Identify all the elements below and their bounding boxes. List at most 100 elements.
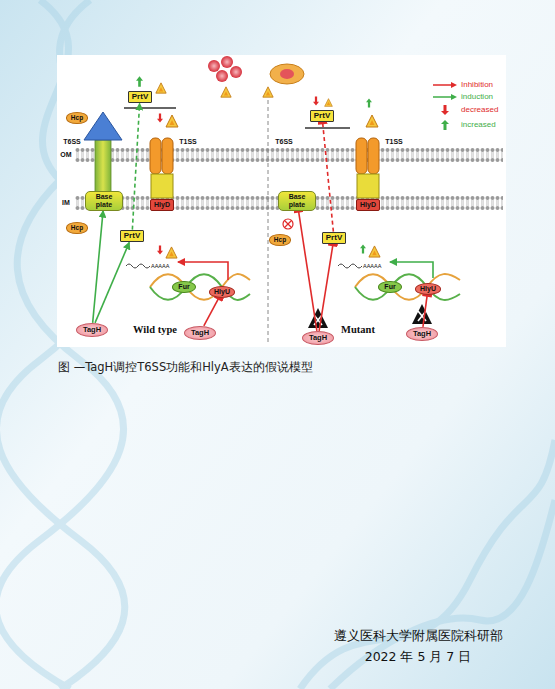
node-text: TagH: [413, 330, 431, 338]
legend-line: [433, 84, 452, 86]
membranes: [75, 148, 503, 210]
dna-helix: [150, 274, 460, 300]
host-cells-part: [221, 56, 233, 68]
prtv-node: PrtV: [128, 91, 152, 104]
node-text: TagH: [191, 329, 209, 337]
secretion-symbols: [124, 76, 380, 258]
regulation-connector: [423, 295, 427, 327]
structure-label: T1SS: [385, 138, 403, 146]
secretion-symbols-part: [166, 247, 177, 258]
footer-text: 遵义医科大学附属医院科研部: [334, 629, 503, 643]
regulation-arrows: [178, 262, 433, 280]
host-cells-part: [270, 64, 304, 84]
regulation-connector: [298, 211, 316, 331]
legend-row: Inhibition: [432, 79, 493, 91]
regulation-arrows-part: [390, 262, 433, 278]
dna-helix-part: [150, 274, 250, 300]
node-text: HlyD: [154, 201, 170, 209]
panel-label: Wild type: [133, 324, 177, 336]
prtv-node: PrtV: [120, 230, 144, 243]
legend-text: induction: [461, 91, 493, 103]
blocked-mark-part: [283, 219, 293, 229]
t1ss-mutant: [356, 138, 379, 198]
legend-up-arrow: [441, 120, 449, 130]
structure-label: T6SS: [275, 138, 293, 146]
secretion-symbols-part: [366, 115, 378, 127]
node-text: Fur: [384, 283, 395, 291]
node-text: Hcp: [71, 114, 83, 121]
host-cells-part: [221, 87, 231, 97]
tagh-node: TagH: [76, 323, 108, 337]
node-text: PrtV: [326, 234, 342, 243]
host-cells-part: [263, 87, 273, 97]
legend-arrowhead: [451, 94, 457, 100]
membranes-part: [75, 148, 503, 162]
legend-text: Inhibition: [461, 79, 493, 91]
blocked-mark-part: [285, 221, 291, 227]
hlyu-node: HlyU: [209, 286, 235, 298]
fur-node: Fur: [378, 281, 401, 293]
node-text: Base plate: [88, 193, 120, 208]
legend-sample: [432, 104, 458, 116]
dna-decoration-part: [330, 500, 555, 689]
hcp-node: Hcp: [269, 234, 291, 245]
t6ss-wild-type-part: [84, 112, 122, 140]
t6ss-wild-type-part: [95, 140, 111, 192]
secretion-symbols-part: [369, 246, 380, 257]
node-text: PrtV: [314, 112, 330, 121]
secretion-symbols-part: [313, 97, 319, 106]
secretion-symbols-part: [166, 115, 178, 127]
prtv-node: PrtV: [310, 110, 334, 123]
secretion-symbols-part: [305, 127, 350, 129]
legend-row: increased: [432, 119, 496, 131]
node-text: HlyU: [420, 285, 436, 293]
fur-node: Fur: [172, 281, 195, 293]
regulation-connector: [132, 103, 139, 229]
polya-label: AAAAA: [151, 263, 169, 269]
dna-helix-part: [150, 274, 250, 300]
host-cells-part: [216, 70, 228, 82]
host-cells: [208, 56, 304, 97]
regulation-connector: [204, 298, 219, 326]
secretion-symbols-part: [157, 114, 163, 123]
secretion-symbols-part: [136, 76, 143, 87]
legend-text: decreased: [461, 104, 498, 116]
deleted-gene-mark-part: [308, 308, 328, 328]
hlyd-node: HlyD: [356, 199, 380, 211]
t1ss-wild-type: [150, 138, 173, 198]
t1ss-wild-type-part: [150, 138, 161, 174]
base-node: Base plate: [85, 191, 123, 210]
footer-text: 2022 年 5 月 7 日: [365, 650, 472, 664]
node-text: PrtV: [132, 93, 148, 102]
node-text: PrtV: [124, 232, 140, 241]
polya-label: AAAAA: [363, 263, 381, 269]
host-cells-part: [230, 66, 242, 78]
blocked-mark-part: [285, 221, 291, 227]
membrane-label: OM: [60, 151, 71, 159]
prtv-node: PrtV: [322, 232, 346, 245]
deleted-gene-mark-part: [412, 304, 432, 324]
mrna-part: [338, 264, 362, 268]
secretion-symbols-part: [157, 246, 163, 255]
t1ss-mutant-part: [368, 138, 379, 174]
dna-helix-part: [355, 274, 460, 300]
node-text: Base plate: [281, 193, 313, 208]
secretion-symbols-part: [360, 245, 366, 254]
tagh-node: TagH: [184, 326, 216, 340]
legend-down-arrow: [441, 105, 449, 115]
t1ss-wild-type-part: [162, 138, 173, 174]
mrna-part: [126, 264, 150, 268]
secretion-symbols-part: [156, 83, 166, 93]
t6ss-wild-type: [84, 112, 122, 192]
divider-line: [268, 100, 269, 345]
legend-sample: [432, 91, 458, 103]
node-text: HlyD: [360, 201, 376, 209]
t1ss-wild-type-part: [151, 174, 173, 198]
legend-arrowhead: [451, 82, 457, 88]
node-text: TagH: [83, 326, 101, 334]
hlyu-node: HlyU: [415, 283, 441, 295]
dna-helix-part: [355, 274, 460, 300]
